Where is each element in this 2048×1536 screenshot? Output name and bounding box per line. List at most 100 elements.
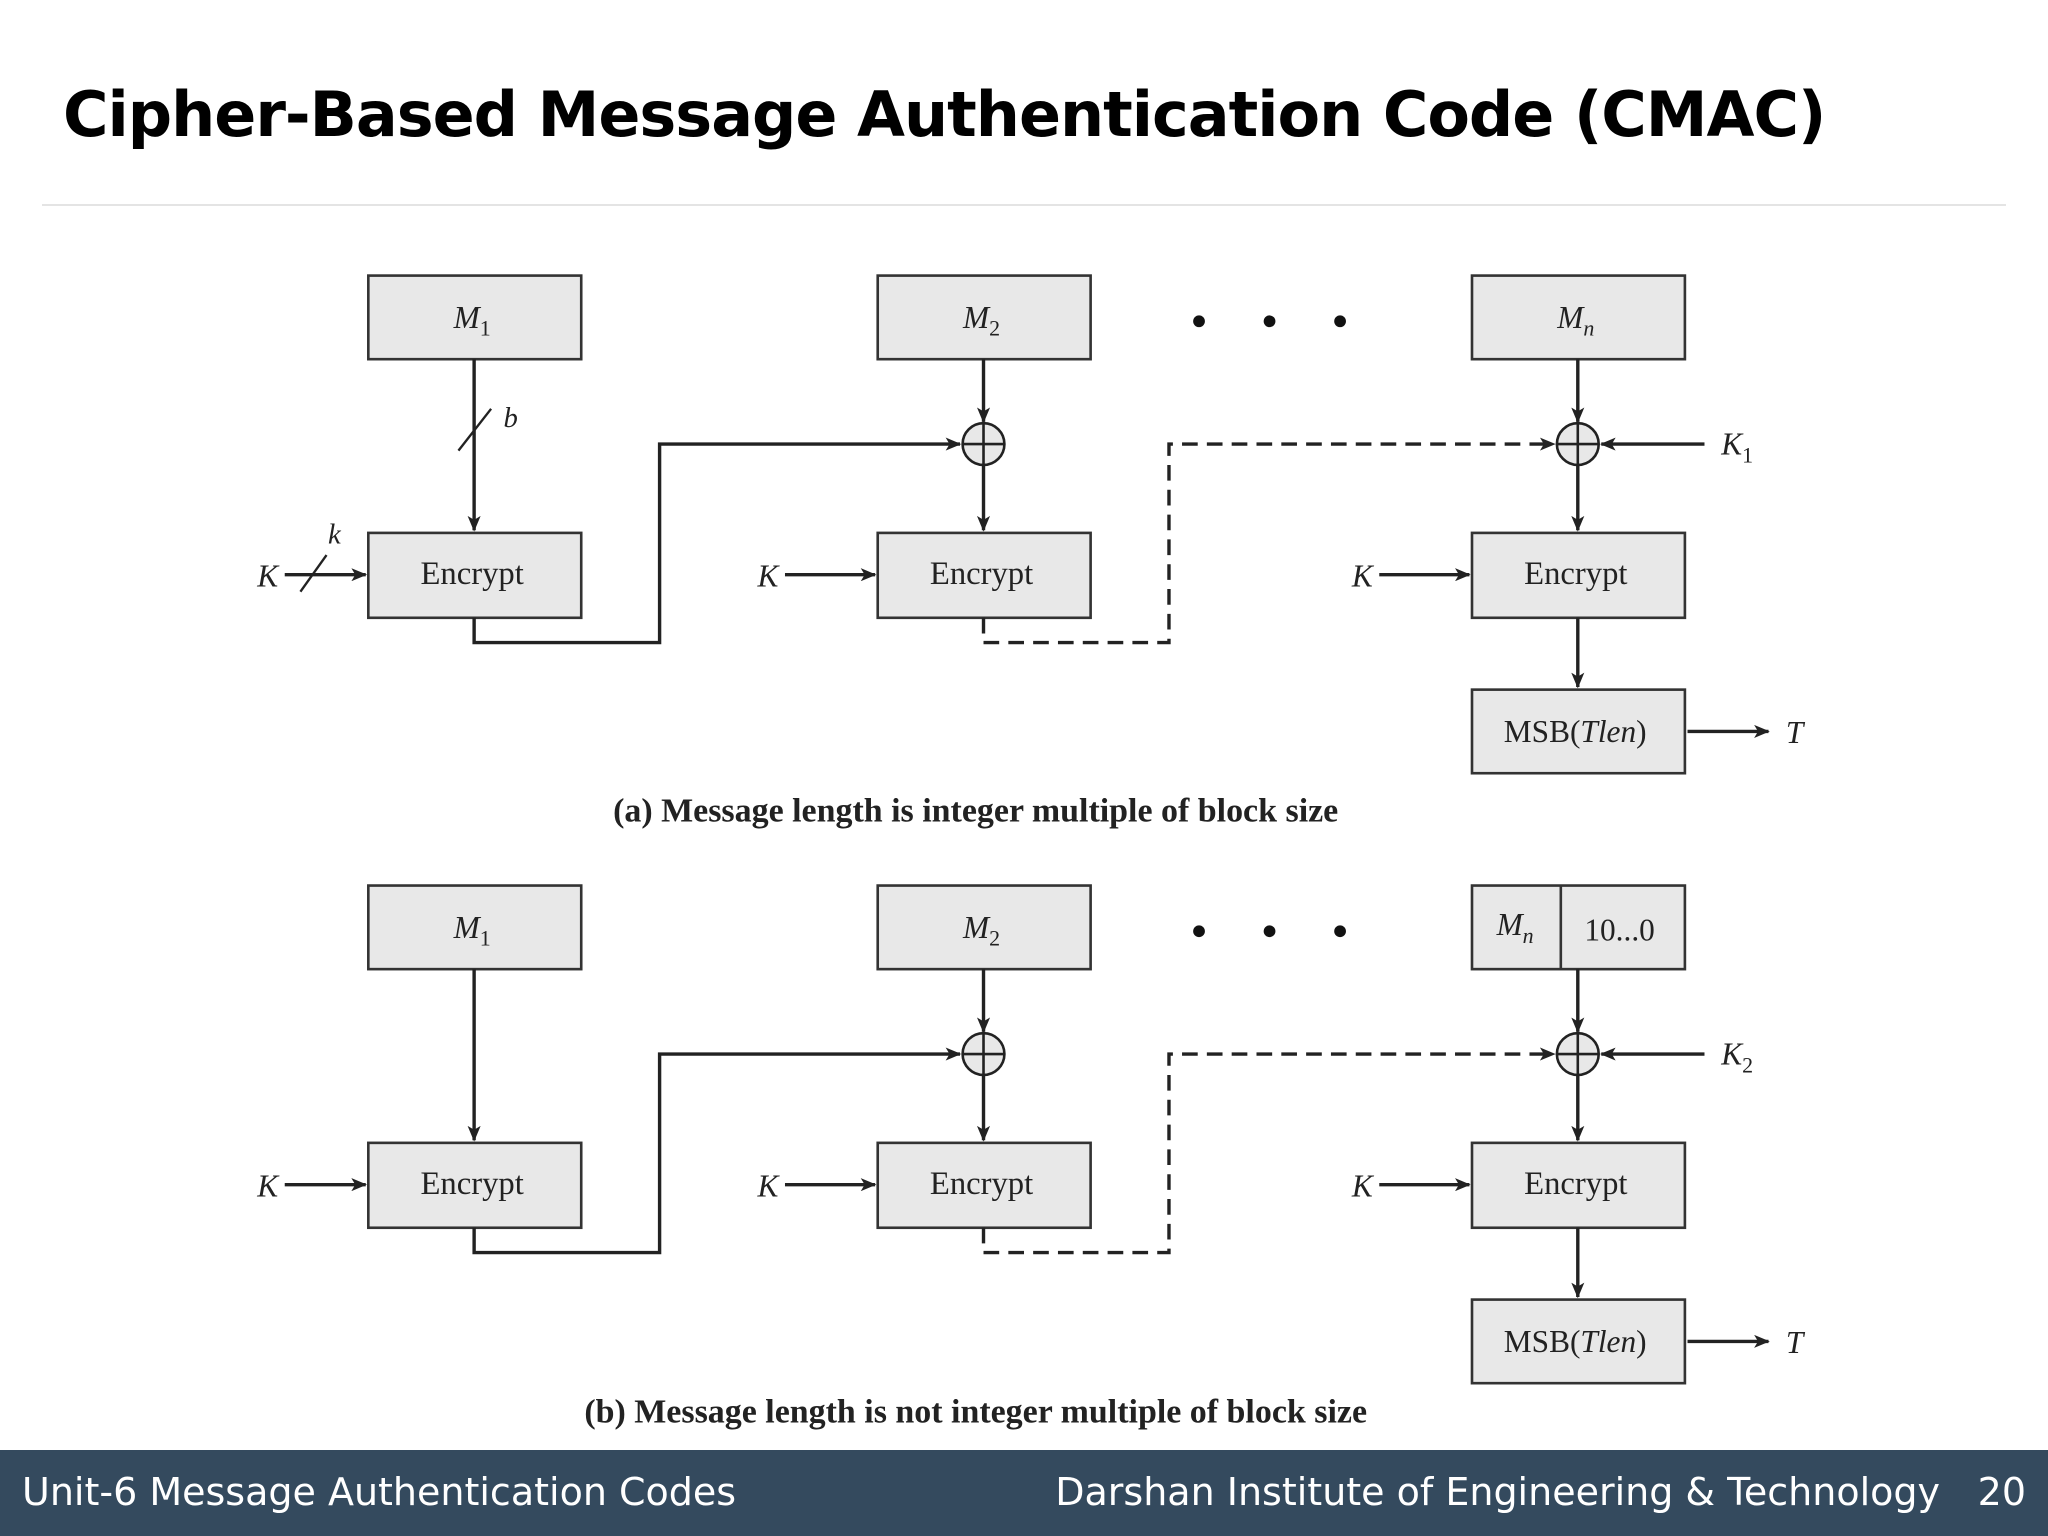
encrypt-block-1: Encrypt [367, 531, 583, 620]
tag-label: T [1786, 715, 1806, 750]
encrypt-block-3: Encrypt [1470, 531, 1687, 620]
message-label: Mn [1496, 907, 1534, 948]
label-subscript: n [1523, 923, 1534, 948]
label-subscript: 1 [480, 926, 491, 951]
encrypt-label: Encrypt [420, 1166, 523, 1202]
message-box [367, 274, 583, 361]
block-size-label: b [504, 402, 518, 434]
label-base: M [1556, 300, 1585, 335]
message-label: M2 [962, 300, 1000, 341]
footer-institute: Darshan Institute of Engineering & Techn… [1055, 1470, 1940, 1514]
encrypt-label: Encrypt [1524, 1166, 1627, 1202]
label-subscript: 1 [1742, 442, 1753, 467]
msb-label: MSB(Tlen) [1504, 1324, 1647, 1359]
xor-icon [961, 421, 1006, 467]
encrypt-box [876, 1141, 1092, 1230]
encrypt-block-2: Encrypt [876, 1141, 1092, 1230]
ellipsis-dot [1334, 315, 1346, 328]
encrypt-block-3: Encrypt [1470, 1141, 1687, 1230]
encrypt-label: Encrypt [1524, 556, 1627, 592]
ellipsis-dot [1263, 315, 1276, 328]
encrypt-box [1470, 1141, 1687, 1230]
key-label: K [757, 558, 781, 593]
message-box [876, 274, 1092, 361]
chain-line [472, 437, 962, 645]
msb-prefix: MSB( [1504, 1324, 1581, 1359]
xor-icon [1555, 421, 1600, 467]
message-box [1470, 884, 1687, 971]
block-size-slash [457, 408, 493, 452]
msb-block: MSB(Tlen) [1470, 688, 1687, 775]
cmac-panel-a: M1EncryptKM2EncryptKMnEncryptKbkK1MSB(Tl… [256, 274, 1806, 830]
message-box [876, 884, 1092, 971]
msb-box [1470, 1298, 1687, 1385]
msb-box [1470, 688, 1687, 775]
tag-label: T [1786, 1325, 1806, 1360]
xor-icon [1555, 1031, 1600, 1077]
ellipsis-dot [1263, 925, 1276, 938]
key-label: K [256, 558, 280, 593]
panel-caption: (a) Message length is integer multiple o… [613, 793, 1338, 830]
msb-block: MSB(Tlen) [1470, 1298, 1687, 1385]
label-subscript: 2 [989, 926, 1000, 951]
encrypt-box [876, 531, 1092, 620]
message-label: M1 [453, 300, 491, 341]
footer-unit: Unit-6 Message Authentication Codes [22, 1470, 737, 1514]
message-block-1: M1 [367, 274, 583, 361]
key-size-slash [299, 554, 328, 593]
msb-var: Tlen [1580, 714, 1636, 749]
label-base: M [453, 910, 482, 945]
key-label: K [757, 1168, 781, 1203]
chain-line-dashed [981, 437, 1556, 645]
msb-var: Tlen [1580, 1324, 1636, 1359]
key-label: K [1351, 558, 1375, 593]
encrypt-box [367, 1141, 583, 1230]
label-base: K [1720, 1036, 1744, 1071]
msb-suffix: ) [1636, 1324, 1646, 1359]
padding-label: 10...0 [1584, 912, 1655, 947]
label-base: M [962, 300, 991, 335]
title-divider [42, 204, 2006, 206]
msb-suffix: ) [1636, 714, 1646, 749]
label-subscript: 1 [480, 316, 491, 341]
message-label: Mn [1556, 300, 1594, 341]
label-base: K [1720, 427, 1744, 462]
page-number: 20 [1977, 1470, 2026, 1514]
label-subscript: 2 [1742, 1052, 1753, 1077]
label-base: M [962, 910, 991, 945]
subkey-label: K2 [1720, 1036, 1753, 1077]
key-label: K [256, 1168, 280, 1203]
message-label: M2 [962, 910, 1000, 951]
label-subscript: 2 [989, 316, 1000, 341]
panel-caption: (b) Message length is not integer multip… [584, 1393, 1367, 1430]
xor-icon [961, 1031, 1006, 1077]
msb-prefix: MSB( [1504, 714, 1581, 749]
message-block-3: Mn 10...0 [1470, 884, 1687, 971]
encrypt-box [1470, 531, 1687, 620]
ellipsis-dot [1193, 925, 1205, 938]
msb-label: MSB(Tlen) [1504, 714, 1647, 749]
message-block-3: Mn [1470, 274, 1687, 361]
subkey-label: K1 [1720, 427, 1753, 468]
key-label: K [1351, 1168, 1375, 1203]
footer-bar: Unit-6 Message Authentication Codes Dars… [0, 1450, 2048, 1536]
key-size-label: k [328, 518, 342, 550]
message-block-2: M2 [876, 884, 1092, 971]
encrypt-block-1: Encrypt [367, 1141, 583, 1230]
message-box [367, 884, 583, 971]
message-block-1: M1 [367, 884, 583, 971]
label-base: M [1496, 907, 1525, 942]
ellipsis-dot [1193, 315, 1205, 328]
slide-title: Cipher-Based Message Authentication Code… [63, 78, 1826, 151]
label-subscript: n [1583, 316, 1594, 341]
chain-line [472, 1047, 962, 1255]
encrypt-box [367, 531, 583, 620]
encrypt-label: Encrypt [930, 1166, 1033, 1202]
chain-line-dashed [981, 1047, 1556, 1255]
encrypt-block-2: Encrypt [876, 531, 1092, 620]
ellipsis-dot [1334, 925, 1346, 938]
label-base: M [453, 300, 482, 335]
encrypt-label: Encrypt [420, 556, 523, 592]
